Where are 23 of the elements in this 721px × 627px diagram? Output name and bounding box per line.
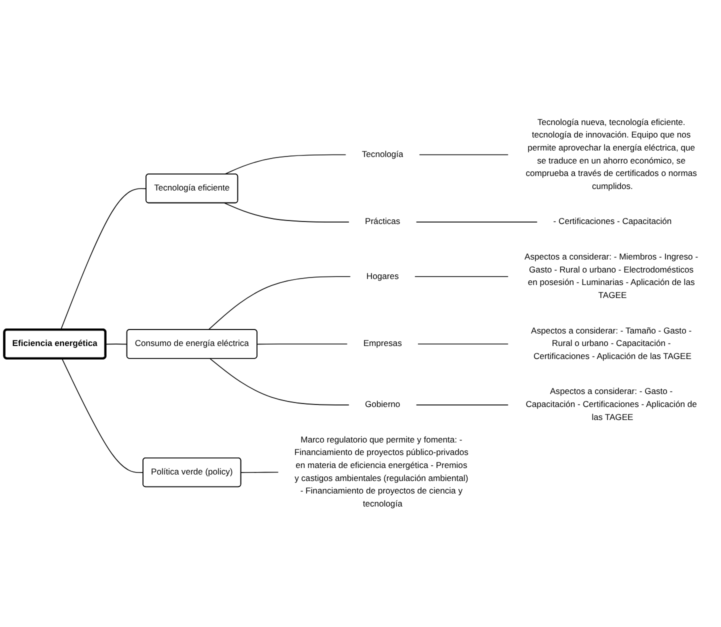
connector (224, 202, 350, 222)
connector (414, 276, 509, 277)
node-text: - Certificaciones - Capacitación (553, 217, 672, 226)
connector (224, 154, 346, 175)
connector (418, 154, 509, 156)
node-text: Aspectos a considerar: - Miembros - Ingreso - Gasto - Rural o urbano - Electrodomésticos en posesión - Luminarias - Aplicación de las TAGEE (524, 252, 698, 300)
connector (256, 344, 348, 345)
node-text: Hogares (366, 272, 399, 281)
node-text: Aspectos a considerar: - Tamaño - Gasto - Rural o urbano - Capacitación - Certificaciones - Aplicación de las TAGEE (531, 326, 692, 362)
connector (105, 344, 128, 345)
connector (60, 188, 147, 330)
node-text: Empresas (363, 339, 402, 348)
connector (240, 472, 279, 473)
connector (210, 358, 350, 406)
node-text: Aspectos a considerar: - Gasto - Capacitación - Certificaciones - Aplicación de las TAGEE (526, 387, 697, 422)
node-text: Tecnología nueva, tecnología eficiente. tecnología de innovación. Equipo que nos permite aprovechar la energía eléctrica, que se traduce en un ahorro económico, se comprueba a través de certificados o normas cumplidos. (526, 118, 697, 192)
connector (416, 404, 509, 406)
node-text: Marco regulatorio que permite y fomenta: - Financiamiento de proyectos público-privados en materia de eficiencia energética - Premios y castigos ambientales (regulación ambiental) - Financiamiento de proyectos de ciencia y tecnología (294, 435, 468, 509)
node-text: Prácticas (365, 217, 400, 226)
connector (208, 276, 351, 330)
connector (62, 358, 144, 473)
node-text: Tecnología (362, 150, 404, 159)
node-text: Gobierno (364, 400, 400, 410)
